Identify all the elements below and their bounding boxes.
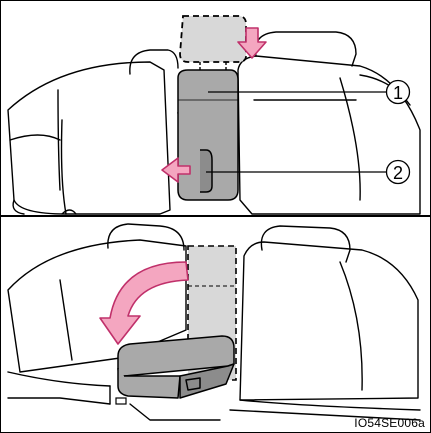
seat-latch — [116, 398, 126, 404]
callout-1: 1 — [387, 81, 410, 104]
callout-2-number: 2 — [393, 163, 403, 183]
figure-code: IO54SE006a — [354, 416, 425, 430]
curved-arrow-icon — [100, 262, 188, 344]
right-seat-back — [238, 56, 420, 214]
center-armrest-upright — [178, 70, 238, 200]
left-seat-back — [8, 62, 170, 214]
callout-1-number: 1 — [393, 83, 403, 103]
center-headrest-dashed — [180, 16, 246, 72]
right-seat-back-bottom — [240, 242, 418, 400]
right-headrest-bottom — [261, 226, 350, 262]
callout-2: 2 — [387, 161, 410, 184]
center-armrest-folded — [118, 336, 234, 398]
left-headrest-bottom — [108, 224, 184, 250]
